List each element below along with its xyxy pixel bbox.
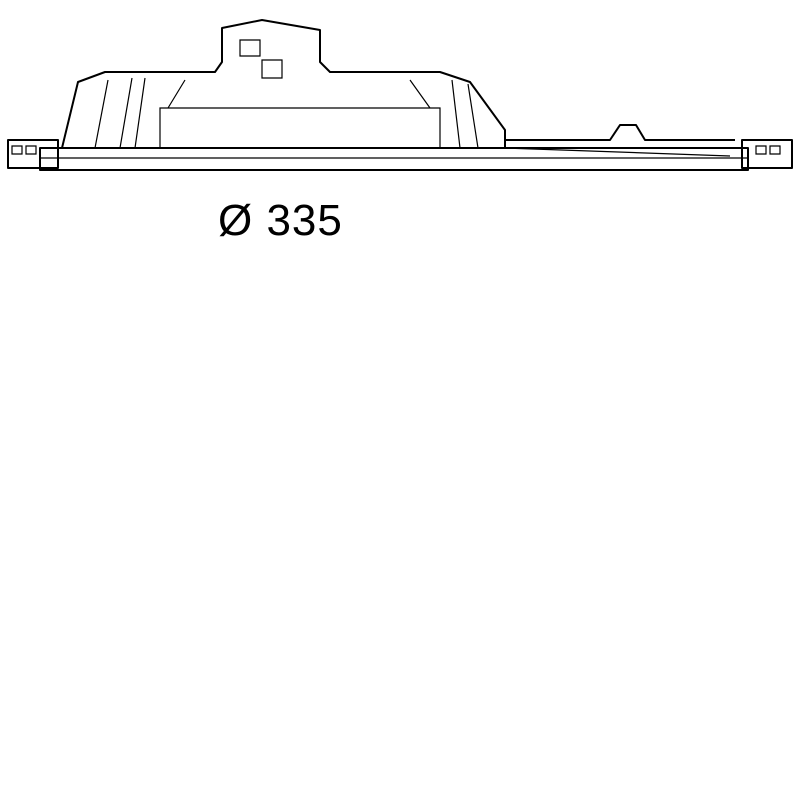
side-view bbox=[7, 19, 793, 171]
diameter-dimension-label: Ø 335 bbox=[218, 196, 343, 245]
